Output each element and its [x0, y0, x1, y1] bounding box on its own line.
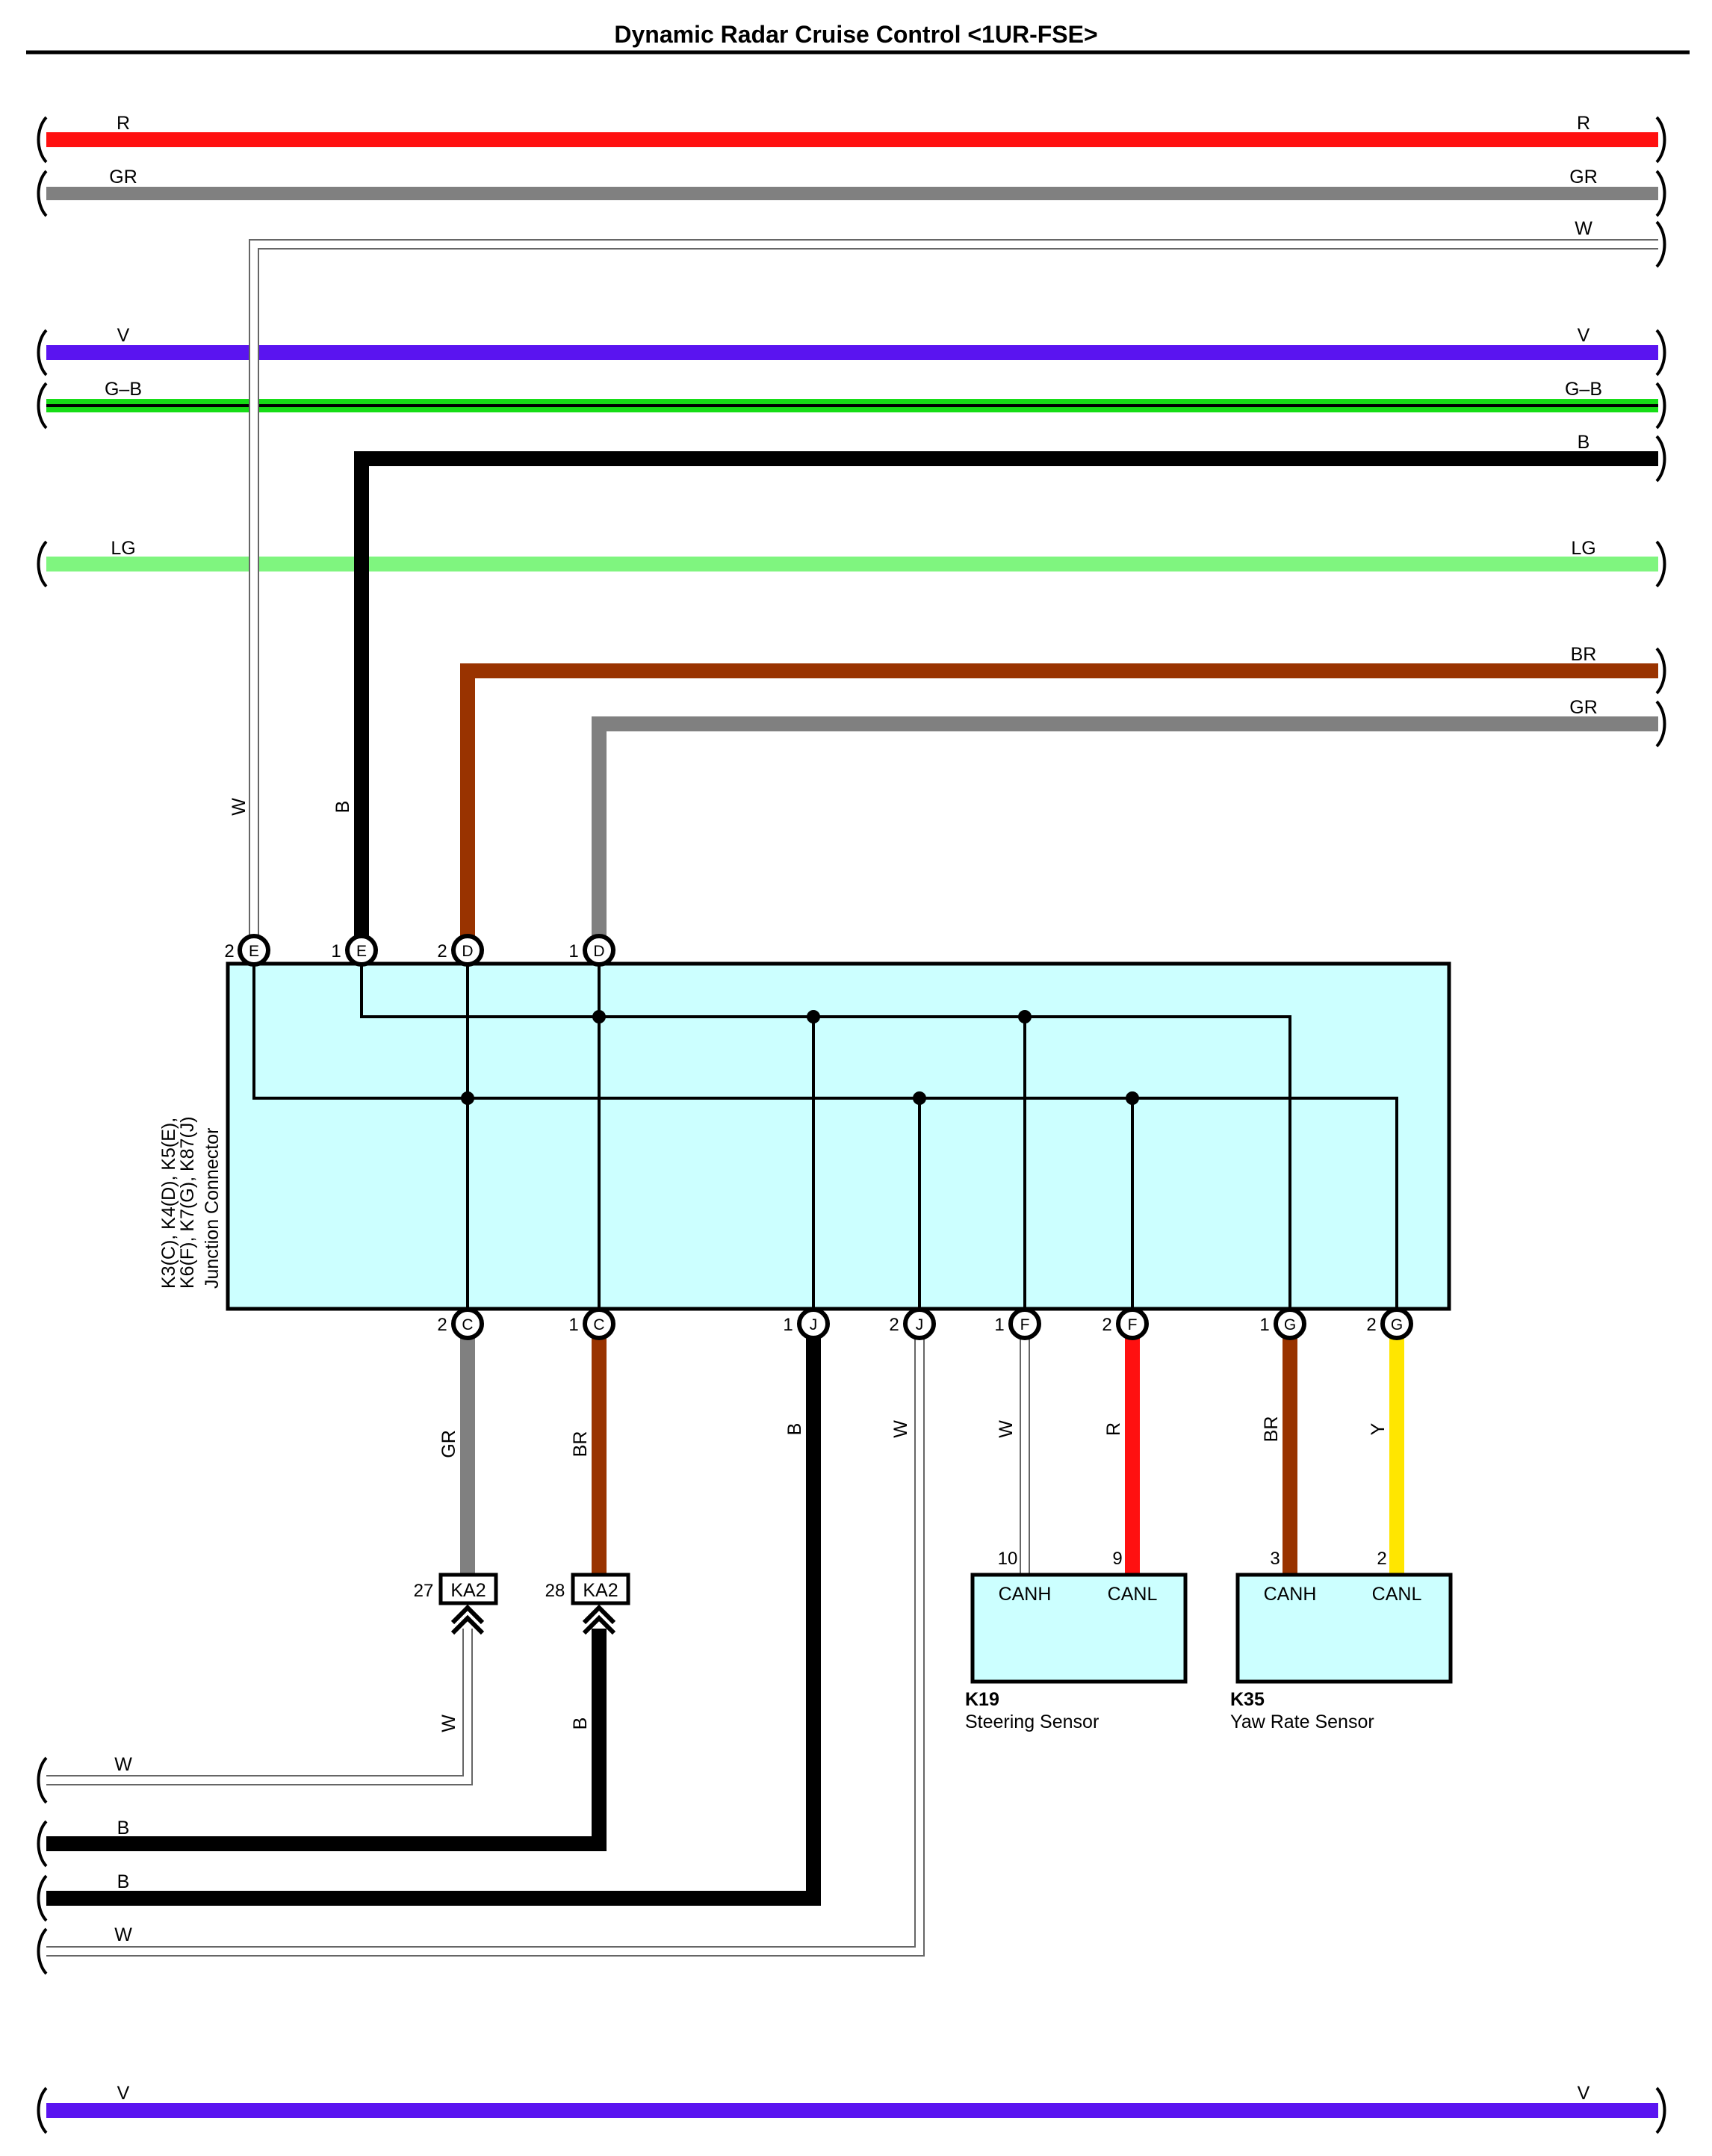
wire-gr-top2: [592, 716, 1658, 938]
wire-label-br-right: BR: [1571, 644, 1597, 665]
vlabel-w-top: W: [229, 798, 249, 816]
pin-number: 2: [437, 941, 447, 961]
yaw-rate-sensor-box: [1235, 1573, 1453, 1684]
wire-label-b-right: B: [1578, 432, 1590, 453]
pin-number: 1: [783, 1315, 793, 1335]
wire-label-b-lower2: B: [117, 1871, 130, 1892]
pin-number: 2: [224, 941, 234, 961]
wire-b-top: [354, 451, 1658, 938]
wire-label-r-right: R: [1577, 113, 1590, 134]
wire-w-ka2-27: [46, 1629, 473, 1785]
sensor-pin: 9: [1112, 1549, 1122, 1569]
vlabel-w-lower: W: [438, 1714, 459, 1732]
wire-label-w-lower2: W: [114, 1924, 132, 1945]
pin-number: 2: [1102, 1315, 1111, 1335]
wire-end-breaks-lower: [37, 1756, 48, 1975]
junction-bottom-pins: [451, 1307, 1413, 1340]
pin-number: 1: [994, 1315, 1004, 1335]
yaw-rate-sensor-name: Yaw Rate Sensor: [1230, 1712, 1374, 1732]
ka2-pin: 28: [545, 1581, 565, 1601]
pin-number: 2: [1366, 1315, 1376, 1335]
sensor-terminal: CANH: [1264, 1584, 1317, 1605]
pin-letter: G: [1391, 1316, 1403, 1333]
wire-label-v-left: V: [117, 325, 130, 346]
pin-number: 1: [568, 941, 578, 961]
pin-letter: F: [1020, 1316, 1030, 1333]
pin-number: 1: [331, 941, 341, 961]
vlabel-br-g1: BR: [1261, 1416, 1282, 1443]
sensor-pin: 10: [998, 1549, 1018, 1569]
wire-label-v-right: V: [1578, 325, 1590, 346]
pin-letter: D: [593, 943, 604, 960]
pin-number: 2: [437, 1315, 447, 1335]
pin-number: 2: [889, 1315, 899, 1335]
wire-w-top-inner: [250, 241, 1658, 938]
pin-letter: E: [249, 943, 259, 960]
wire-label-lg-left: LG: [111, 538, 135, 559]
pin-letter: D: [462, 943, 473, 960]
pin-letter: C: [462, 1316, 473, 1333]
sensor-terminal: CANL: [1372, 1584, 1422, 1605]
ka2-name: KA2: [450, 1580, 486, 1601]
vlabel-br-bottom: BR: [570, 1431, 591, 1458]
vlabel-w-f1: W: [996, 1420, 1017, 1438]
wire-label-gr-left: GR: [109, 167, 137, 188]
wire-label-gr-right: GR: [1569, 167, 1598, 188]
ka2-connector-28: [571, 1573, 630, 1605]
ka2-connector-27: [438, 1573, 498, 1605]
sensor-pin: 2: [1377, 1549, 1386, 1569]
wire-end-breaks-bottom: [37, 2087, 1666, 2134]
wire-end-breaks-top: [37, 116, 1666, 748]
wire-label-v-bottom-left: V: [117, 2083, 130, 2104]
steering-sensor-name: Steering Sensor: [965, 1712, 1099, 1732]
vlabel-r-f2: R: [1103, 1422, 1124, 1436]
junction-connector-name: Junction Connector: [202, 1128, 223, 1289]
ka2-pin: 27: [414, 1581, 434, 1601]
pin-letter: G: [1284, 1316, 1296, 1333]
wire-w-ka2-27-inner: [46, 1629, 471, 1784]
junction-connector-id-2: K6(F), K7(G), K87(J): [177, 1116, 198, 1289]
ka2-name: KA2: [583, 1580, 618, 1601]
steering-sensor-id: K19: [965, 1689, 999, 1710]
wire-label-w-lower1: W: [114, 1754, 132, 1775]
diagram-title: Dynamic Radar Cruise Control <1UR-FSE>: [614, 21, 1097, 48]
wire-label-w-right: W: [1575, 218, 1592, 239]
wire-label-lg-right: LG: [1571, 538, 1595, 559]
vlabel-w-j2: W: [890, 1420, 911, 1438]
wire-label-v-bottom-right: V: [1578, 2083, 1590, 2104]
vlabel-gr-bottom: GR: [438, 1430, 459, 1458]
pin-letter: J: [916, 1316, 924, 1333]
junction-top-pins: [238, 934, 615, 967]
pin-number: 1: [1259, 1315, 1269, 1335]
vlabel-b-lower: B: [570, 1717, 591, 1730]
ka2-chevrons: [450, 1604, 616, 1635]
junction-connector-id-1: K3(C), K4(D), K5(E),: [158, 1118, 179, 1289]
wire-br-top: [460, 663, 1658, 938]
vlabel-b-top: B: [332, 801, 353, 814]
wire-w-j2-inner: [46, 1337, 923, 1955]
wire-label-gr2-right: GR: [1569, 697, 1598, 718]
vlabel-y-g2: Y: [1368, 1422, 1389, 1435]
vlabel-b-j1: B: [784, 1423, 805, 1436]
junction-connector-box: [226, 961, 1451, 1311]
yaw-rate-sensor-id: K35: [1230, 1689, 1265, 1710]
wire-b-j1: [46, 1337, 821, 1906]
pin-letter: E: [356, 943, 367, 960]
wire-label-gb-right: G–B: [1565, 379, 1602, 400]
wire-label-gb-left: G–B: [105, 379, 142, 400]
pin-letter: F: [1128, 1316, 1138, 1333]
pin-number: 1: [568, 1315, 578, 1335]
wire-b-ka2-28: [46, 1629, 607, 1851]
sensor-terminal: CANH: [999, 1584, 1052, 1605]
steering-sensor-box: [970, 1573, 1188, 1684]
wire-label-r-left: R: [117, 113, 130, 134]
sensor-pin: 3: [1270, 1549, 1280, 1569]
pin-letter: C: [593, 1316, 604, 1333]
wire-label-b-lower1: B: [117, 1818, 130, 1839]
sensor-terminal: CANL: [1108, 1584, 1158, 1605]
pin-letter: J: [810, 1316, 818, 1333]
junction-splice-dots: [461, 1010, 1139, 1105]
